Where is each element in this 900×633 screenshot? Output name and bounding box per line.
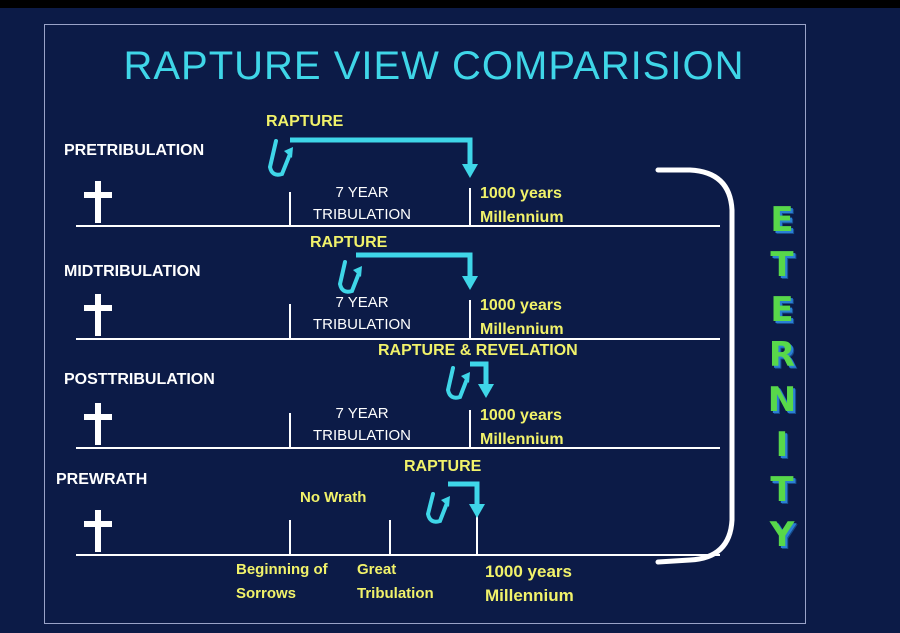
view-label-pretribulation: PRETRIBULATION bbox=[64, 142, 205, 159]
eternity-letter: I bbox=[775, 425, 789, 465]
cross-icon bbox=[84, 294, 112, 336]
no-wrath-label: No Wrath bbox=[300, 489, 367, 506]
view-label-prewrath: PREWRATH bbox=[56, 471, 148, 488]
beginning-of-sorrows-label: Beginning of Sorrows bbox=[236, 558, 328, 606]
millennium-years: 1000 years bbox=[480, 297, 562, 314]
view-label-midtribulation: MIDTRIBULATION bbox=[64, 263, 201, 280]
tribulation-start-tick bbox=[289, 413, 291, 448]
eternity-letter: R bbox=[768, 335, 796, 375]
cross-icon bbox=[84, 510, 112, 552]
rapture-hook-icon bbox=[445, 366, 470, 400]
millennium-years: 1000 years bbox=[485, 562, 572, 581]
eternity-vertical-label: E T E R N I T Y bbox=[754, 198, 810, 558]
tribulation-label-posttribulation: 7 YEAR TRIBULATION bbox=[304, 403, 420, 447]
slide-frame bbox=[44, 24, 806, 624]
rapture-label-pretribulation: RAPTURE bbox=[266, 113, 344, 130]
eternity-letter: T bbox=[770, 470, 794, 510]
tribulation-line-1: 7 YEAR bbox=[335, 294, 389, 311]
millennium-word: Millennium bbox=[480, 431, 564, 448]
timeline-posttribulation bbox=[76, 447, 720, 449]
millennium-start-tick bbox=[469, 410, 471, 448]
rapture-label-midtribulation: RAPTURE bbox=[310, 234, 388, 251]
millennium-start-tick bbox=[469, 300, 471, 339]
rapture-arrow bbox=[290, 137, 478, 178]
cross-icon bbox=[84, 181, 112, 223]
top-bar bbox=[0, 0, 900, 8]
eternity-letter: E bbox=[770, 290, 794, 330]
millennium-label-prewrath: 1000 years Millennium bbox=[485, 560, 574, 608]
millennium-label-midtribulation: 1000 years Millennium bbox=[480, 294, 564, 342]
beginning-line-1: Beginning of bbox=[236, 561, 328, 578]
page-title: RAPTURE VIEW COMPARISION bbox=[123, 44, 745, 88]
millennium-start-tick bbox=[476, 514, 478, 555]
rapture-hook-icon bbox=[425, 492, 450, 524]
beginning-line-2: Sorrows bbox=[236, 585, 297, 602]
tribulation-line-2: TRIBULATION bbox=[312, 427, 412, 444]
millennium-word: Millennium bbox=[480, 209, 564, 226]
millennium-label-posttribulation: 1000 years Millennium bbox=[480, 404, 564, 452]
great-tribulation-tick bbox=[389, 520, 391, 555]
rapture-label-prewrath: RAPTURE bbox=[404, 458, 482, 475]
cross-icon bbox=[84, 403, 112, 445]
eternity-letter: T bbox=[770, 245, 794, 285]
millennium-start-tick bbox=[469, 188, 471, 226]
millennium-years: 1000 years bbox=[480, 407, 562, 424]
rapture-hook-icon bbox=[337, 260, 362, 294]
tribulation-start-tick bbox=[289, 192, 291, 226]
millennium-word: Millennium bbox=[480, 321, 564, 338]
great-line-2: Tribulation bbox=[357, 585, 434, 602]
eternity-letter: E bbox=[770, 200, 794, 240]
tribulation-start-tick bbox=[289, 304, 291, 339]
millennium-label-pretribulation: 1000 years Millennium bbox=[480, 182, 564, 230]
rapture-label-posttribulation: RAPTURE & REVELATION bbox=[378, 342, 578, 359]
millennium-word: Millennium bbox=[485, 586, 574, 605]
tribulation-label-midtribulation: 7 YEAR TRIBULATION bbox=[304, 292, 420, 336]
eternity-bracket bbox=[655, 167, 735, 565]
millennium-years: 1000 years bbox=[480, 185, 562, 202]
rapture-arrow bbox=[470, 361, 494, 398]
eternity-letter: N bbox=[767, 380, 797, 420]
tribulation-line-2: TRIBULATION bbox=[312, 316, 412, 333]
rapture-arrow bbox=[448, 481, 485, 518]
rapture-hook-icon bbox=[267, 139, 293, 177]
rapture-arrow bbox=[356, 252, 478, 290]
timeline-prewrath bbox=[76, 554, 720, 556]
tribulation-line-1: 7 YEAR bbox=[335, 184, 389, 201]
timeline-pretribulation bbox=[76, 225, 720, 227]
tribulation-label-pretribulation: 7 YEAR TRIBULATION bbox=[304, 182, 420, 226]
eternity-letter: Y bbox=[769, 515, 795, 555]
tribulation-line-2: TRIBULATION bbox=[312, 206, 412, 223]
sorrows-start-tick bbox=[289, 520, 291, 555]
great-tribulation-label: Great Tribulation bbox=[357, 558, 434, 606]
tribulation-line-1: 7 YEAR bbox=[335, 405, 389, 422]
view-label-posttribulation: POSTTRIBULATION bbox=[64, 371, 215, 388]
timeline-midtribulation bbox=[76, 338, 720, 340]
great-line-1: Great bbox=[357, 561, 397, 578]
